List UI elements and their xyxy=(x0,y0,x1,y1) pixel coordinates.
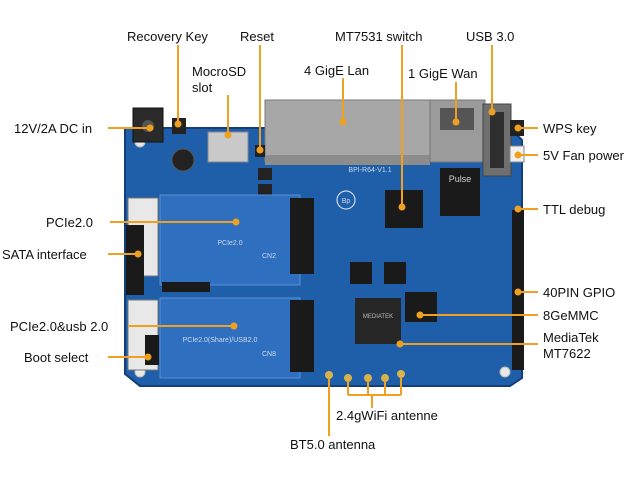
wifi-antenna-connector-4 xyxy=(397,370,405,378)
cn2-title-silk: CN2 xyxy=(262,253,276,260)
wifi-antenna-connector-1 xyxy=(344,374,352,382)
label-gige-wan: 1 GigE Wan xyxy=(408,66,478,81)
wifi-antenna-connector-2 xyxy=(364,374,372,382)
board-name-silk: BPI-R64-V1.1 xyxy=(348,167,391,174)
label-recovery-key: Recovery Key xyxy=(127,29,208,44)
pulse-text: Pulse xyxy=(449,174,472,184)
cn2-silk: PCIe2.0 xyxy=(217,240,242,247)
label-microsd-line1: MocroSD xyxy=(192,64,247,79)
label-pcie: PCIe2.0 xyxy=(46,215,93,230)
label-ttl-debug: TTL debug xyxy=(543,202,606,217)
label-gige-lan: 4 GigE Lan xyxy=(304,63,370,78)
wifi-antenna-connector-3 xyxy=(381,374,389,382)
soc-chip xyxy=(355,298,401,344)
logo-silk: Bp xyxy=(342,198,351,205)
pcie-slot-cn8 xyxy=(159,297,301,379)
pcie-slot-cn2 xyxy=(159,194,301,286)
sata-connector xyxy=(126,225,144,295)
label-wifi-antenna: 2.4gWiFi antenne xyxy=(336,408,438,423)
label-bt-antenna: BT5.0 antenna xyxy=(290,437,376,452)
label-gpio: 40PIN GPIO xyxy=(543,285,616,300)
soc-silk: MEDIATEK xyxy=(363,314,393,320)
label-dc-in: 12V/2A DC in xyxy=(14,121,93,136)
label-soc-line2: MT7622 xyxy=(543,346,591,361)
label-pcie-usb: PCIe2.0&usb 2.0 xyxy=(10,319,109,334)
label-microsd-line2: slot xyxy=(192,80,213,95)
pulse-chip xyxy=(440,168,480,216)
cn8-silk: PCIe2.0(Share)/USB2.0 xyxy=(183,337,258,344)
label-sata: SATA interface xyxy=(2,247,87,262)
label-reset: Reset xyxy=(240,29,274,44)
label-soc-line1: MediaTek xyxy=(543,330,599,345)
cn8-title-silk: CN8 xyxy=(262,351,276,358)
label-mt7531-switch: MT7531 switch xyxy=(335,29,423,44)
bt-antenna-connector xyxy=(325,371,333,379)
callout-lines xyxy=(108,45,538,436)
ram-chip-2 xyxy=(384,262,406,284)
label-emmc: 8GeMMC xyxy=(543,308,599,323)
label-fan-power: 5V Fan power xyxy=(543,148,624,163)
label-usb3: USB 3.0 xyxy=(466,29,515,44)
lan-ports xyxy=(264,99,431,163)
ram-chip-1 xyxy=(350,262,372,284)
label-boot-select: Boot select xyxy=(24,350,89,365)
label-wps-key: WPS key xyxy=(543,121,597,136)
